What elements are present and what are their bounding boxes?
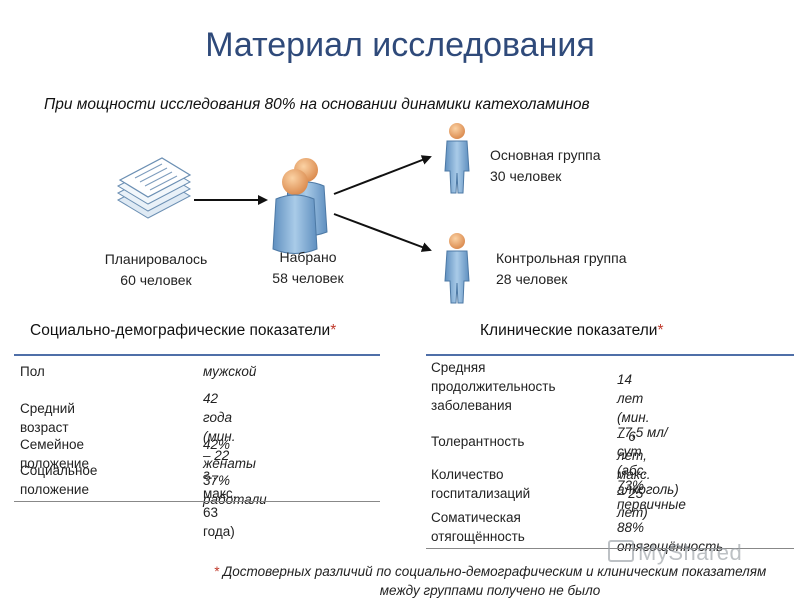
clinical-heading: Клинические показатели* xyxy=(480,322,664,340)
control-group-label: Контрольная группа 28 человек xyxy=(496,248,626,290)
socio-heading-star: * xyxy=(330,322,337,339)
clinical-table-top-rule xyxy=(426,354,794,356)
watermark: MyShared xyxy=(608,540,742,566)
clinical-row-tolerance-value: 77,5 мл/сут (абс. алкоголь) xyxy=(617,423,679,499)
clinical-row-duration-label: Средняя продолжительность заболевания xyxy=(431,358,556,415)
socio-row-social-label-line1: Социальное xyxy=(20,463,98,478)
arrow-to-main-group xyxy=(333,155,432,195)
socio-row-age-value: 42 года (мин. – 22 г., макс. 63 года) xyxy=(203,389,236,541)
control-group-label-line2: 28 человек xyxy=(496,271,568,287)
arrow-to-control-group xyxy=(333,213,432,252)
planned-label: Планировалось 60 человек xyxy=(86,249,226,291)
clinical-row-somatic-label: Соматическая отягощённость xyxy=(431,508,525,546)
clinical-row-duration-label-line2: продолжительность xyxy=(431,379,556,394)
main-group-label-line2: 30 человек xyxy=(490,168,562,184)
socio-table-bottom-rule xyxy=(14,501,380,502)
clinical-heading-star: * xyxy=(657,322,664,339)
clinical-row-hospital-value: 73% первичные xyxy=(617,478,686,512)
planned-label-line2: 60 человек xyxy=(120,272,192,288)
main-group-label: Основная группа 30 человек xyxy=(490,145,601,187)
socio-row-social-label: Социальное положение xyxy=(20,461,97,499)
clinical-row-duration-value-line2: макс. – 25 лет) xyxy=(617,467,651,520)
clinical-row-hospital-label-line1: Количество xyxy=(431,467,504,482)
watermark-icon xyxy=(608,540,634,562)
clinical-row-hospital-label-line2: госпитализаций xyxy=(431,486,531,501)
subtitle: При мощности исследования 80% на основан… xyxy=(44,96,590,113)
clinical-row-duration-value: 14 лет (мин. – 6 лет, макс. – 25 лет) xyxy=(617,370,651,522)
footnote: * Достоверных различий по социально-демо… xyxy=(190,562,790,600)
footnote-star: * xyxy=(213,564,220,579)
footnote-line2: между группами получено не было xyxy=(379,583,601,598)
socio-row-age-value-line2: макс. 63 года) xyxy=(203,486,237,539)
flow-diagram xyxy=(116,123,470,304)
clinical-row-duration-label-line1: Средняя xyxy=(431,360,486,375)
socio-row-marital-value: 42% женаты xyxy=(203,437,256,471)
clinical-row-tolerance-label: Толерантность xyxy=(431,434,525,449)
clinical-row-hospital-label: Количество госпитализаций xyxy=(431,465,530,503)
planned-label-line1: Планировалось xyxy=(104,251,208,267)
clinical-row-duration-label-line3: заболевания xyxy=(431,398,512,413)
socio-heading: Социально-демографические показатели* xyxy=(30,322,336,340)
group-people-icon xyxy=(272,158,328,254)
main-group-label-line1: Основная группа xyxy=(490,147,601,163)
clinical-table-bottom-rule xyxy=(426,548,794,549)
recruited-label-line1: Набрано xyxy=(279,249,337,265)
documents-icon xyxy=(116,157,192,219)
socio-heading-text: Социально-демографические показатели xyxy=(30,322,331,339)
clinical-row-somatic-value: 88% отягощённость xyxy=(617,520,724,554)
watermark-text: MyShared xyxy=(638,540,743,565)
socio-row-age-value-line1: 42 года (мин. – 22 г., xyxy=(203,391,236,482)
recruited-label: Набрано 58 человек xyxy=(248,247,368,289)
socio-row-sex-value: мужской xyxy=(203,364,257,379)
clinical-row-somatic-label-line1: Соматическая xyxy=(431,510,521,525)
socio-row-social-value: 37% работали xyxy=(203,473,267,507)
recruited-label-line2: 58 человек xyxy=(272,270,344,286)
socio-row-social-label-line2: положение xyxy=(20,482,89,497)
socio-row-marital-label: Семейное положение xyxy=(20,437,89,471)
socio-row-age-label: Средний возраст xyxy=(20,401,75,435)
control-group-person-icon xyxy=(444,233,470,304)
control-group-label-line1: Контрольная группа xyxy=(496,250,627,266)
socio-table-top-rule xyxy=(14,354,380,356)
page-title: Материал исследования xyxy=(205,26,595,64)
clinical-row-somatic-label-line2: отягощённость xyxy=(431,529,525,544)
clinical-row-tolerance-value-line1: 77,5 мл/сут xyxy=(617,425,668,459)
socio-row-sex-label: Пол xyxy=(20,364,45,379)
clinical-row-duration-value-line1: 14 лет (мин. – 6 лет, xyxy=(617,372,650,463)
main-group-person-icon xyxy=(444,123,470,194)
clinical-heading-text: Клинические показатели xyxy=(480,322,658,339)
footnote-line1: Достоверных различий по социально-демогр… xyxy=(219,564,767,579)
clinical-row-tolerance-value-line2: (абс. алкоголь) xyxy=(617,463,679,497)
